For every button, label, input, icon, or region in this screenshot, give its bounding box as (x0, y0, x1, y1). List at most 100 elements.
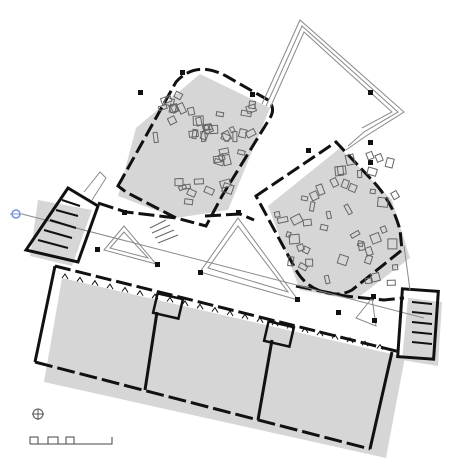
furniture-piece (193, 178, 205, 185)
furniture-piece (344, 153, 356, 167)
furniture-piece (203, 123, 210, 131)
furniture-piece (297, 261, 309, 272)
furniture-piece (356, 240, 364, 248)
column (95, 247, 100, 252)
column (138, 90, 143, 95)
furniture-piece (325, 210, 333, 220)
right-stair (396, 245, 440, 361)
furniture-piece (386, 279, 396, 286)
furniture-piece (289, 212, 304, 227)
facade-tick (196, 303, 204, 310)
main-left-wall (33, 265, 57, 363)
tread (37, 239, 69, 249)
furniture-piece (369, 188, 377, 195)
furniture-piece (365, 150, 375, 161)
main-block-shadow (44, 278, 405, 458)
furniture-piece (364, 277, 372, 285)
skylight-large-inner (207, 225, 290, 293)
furniture-piece (173, 90, 184, 101)
left-lobby (116, 67, 275, 228)
outer-wall-outline (261, 19, 405, 151)
furniture-piece (186, 106, 196, 116)
column (250, 92, 255, 97)
facade-tick (271, 320, 279, 327)
facade-tick (241, 313, 249, 320)
column (198, 270, 203, 275)
wing-front-wall (54, 264, 401, 354)
facade-tick (286, 323, 294, 330)
facade-tick (136, 289, 144, 297)
furniture-piece (236, 148, 246, 156)
right-stair-frame (396, 287, 440, 361)
furniture-piece (228, 125, 236, 134)
furniture-piece (376, 196, 389, 208)
furniture-piece (349, 229, 361, 240)
tread (149, 219, 167, 229)
column (372, 318, 377, 323)
furniture-piece (296, 243, 306, 253)
furniture-piece (174, 178, 184, 187)
tread (411, 311, 433, 315)
left-stair (23, 171, 107, 264)
furniture-piece (220, 129, 233, 143)
furniture-piece (308, 190, 320, 202)
north-arrow-icon (32, 408, 44, 420)
furniture-piece (181, 183, 192, 191)
tread (151, 224, 171, 234)
scale-bar-icon (29, 436, 113, 445)
column (368, 160, 373, 165)
facade-tick (151, 293, 159, 300)
column (180, 70, 185, 75)
furniture-piece (390, 189, 401, 201)
furniture-piece (356, 169, 363, 179)
tread (154, 229, 175, 239)
furniture-piece (305, 258, 314, 267)
outer-wall-outer (265, 25, 399, 147)
furniture-piece (199, 130, 209, 141)
main-block (33, 265, 394, 451)
tread (411, 301, 433, 305)
furniture-piece (157, 103, 168, 112)
facade-tick (331, 333, 339, 340)
facade-tick (376, 343, 384, 350)
tread (55, 209, 79, 217)
furniture-piece (334, 165, 345, 177)
furniture-piece (191, 128, 198, 140)
facade-tick (106, 283, 114, 290)
furniture-piece (288, 233, 301, 245)
skylight-small-inner (109, 231, 150, 259)
furniture-piece (387, 238, 398, 250)
columns (95, 70, 377, 323)
facade-tick (226, 310, 234, 317)
core-box-left (151, 291, 185, 321)
furniture-piece (201, 123, 213, 132)
furniture-piece (215, 111, 225, 118)
tread (157, 234, 179, 244)
facade-tick (346, 337, 354, 344)
furniture-piece (203, 185, 216, 196)
column (295, 297, 300, 302)
facade-tick (316, 330, 324, 337)
furniture-piece (192, 115, 204, 126)
central-stair (149, 219, 179, 244)
skylight-right (355, 296, 377, 327)
furniture-piece (273, 210, 281, 218)
furniture-piece (163, 96, 176, 107)
column (371, 294, 376, 299)
left-lobby-furniture (152, 90, 258, 206)
outer-wall-third (269, 31, 393, 129)
furniture-piece (285, 230, 292, 239)
furniture-piece (218, 147, 230, 156)
core-box-right (262, 319, 296, 349)
furniture-piece (391, 264, 399, 271)
right-lobby-furniture (273, 150, 401, 286)
column (368, 90, 373, 95)
facade-ticks (61, 273, 384, 350)
left-stair-treads (37, 199, 81, 249)
furniture-piece (287, 255, 295, 267)
tread (49, 219, 77, 229)
facade-tick (256, 316, 264, 323)
scale-bar-line (29, 436, 113, 445)
furniture-piece (374, 152, 384, 163)
